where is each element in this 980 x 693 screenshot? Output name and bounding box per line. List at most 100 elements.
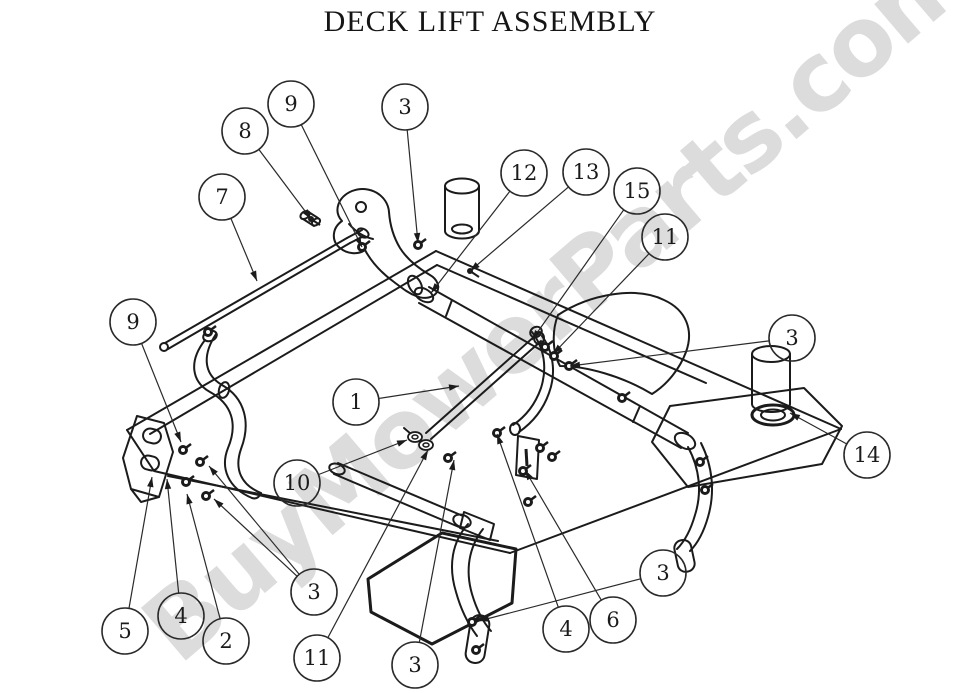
balloon-circle — [542, 605, 590, 653]
leader-arrowhead — [147, 477, 154, 488]
balloon-circle — [332, 378, 380, 426]
leader-line — [128, 476, 153, 609]
balloon-number: 12 — [511, 161, 538, 185]
callout-part-6: 6 — [524, 469, 637, 644]
balloon-number: 13 — [573, 160, 600, 184]
callout-part-14: 14 — [789, 412, 891, 479]
balloon-number: 14 — [854, 443, 881, 467]
right-lift-arm — [673, 442, 713, 573]
balloon-circle — [101, 607, 149, 655]
slotted-bracket — [515, 435, 540, 480]
leader-line — [318, 439, 408, 476]
leader-line — [327, 449, 429, 638]
washer-icon — [418, 439, 434, 451]
balloon-number: 4 — [174, 604, 187, 628]
leader-arrowhead — [396, 440, 407, 447]
bolt-icon — [540, 340, 554, 352]
leader-arrowhead — [479, 615, 490, 622]
leader-arrowhead — [302, 209, 311, 219]
bolt-icon — [492, 426, 506, 438]
balloon-circle — [381, 83, 429, 131]
bolt-icon — [443, 451, 457, 463]
deck-shield-panel — [552, 292, 690, 395]
retainer-ring-14 — [750, 403, 796, 427]
balloon-circle — [641, 213, 689, 261]
leader-line — [208, 465, 300, 575]
balloon-number: 3 — [785, 326, 798, 350]
leader-arrowhead — [420, 450, 428, 461]
leader-line — [524, 469, 602, 601]
balloon-number: 5 — [118, 619, 131, 643]
callout-part-3: 3 — [569, 314, 816, 368]
balloon-number: 1 — [349, 390, 362, 414]
bolt-icon — [203, 325, 217, 337]
bolt-icon — [523, 495, 537, 507]
callout-part-4: 4 — [157, 478, 205, 640]
front-cylinder — [444, 177, 480, 240]
bolt-icon — [617, 391, 631, 403]
bellcrank-lever — [332, 188, 440, 299]
leader-arrowhead — [532, 329, 541, 340]
leader-arrowhead — [354, 236, 362, 247]
leader-arrowhead — [525, 470, 533, 481]
balloon-number: 15 — [624, 179, 651, 203]
callout-part-9: 9 — [267, 80, 363, 248]
balloon-number: 10 — [284, 471, 311, 495]
bolt-icon — [195, 455, 209, 467]
leader-line — [213, 498, 298, 577]
lift-rod-7 — [159, 227, 370, 352]
leader-line — [258, 149, 312, 220]
leader-arrowhead — [470, 262, 480, 271]
page-title: DECK LIFT ASSEMBLY — [323, 5, 657, 38]
leader-arrowhead — [790, 413, 801, 421]
balloon-number: 9 — [126, 310, 139, 334]
leader-arrowhead — [448, 460, 456, 471]
balloon-circle — [273, 459, 321, 507]
hex-plate — [651, 387, 843, 488]
balloon-circle — [157, 592, 205, 640]
callout-part-8: 8 — [221, 107, 312, 220]
balloon-circle — [613, 167, 661, 215]
bolt-icon — [564, 359, 578, 371]
balloon-number: 11 — [304, 646, 331, 670]
leader-line — [478, 578, 641, 622]
leader-line — [569, 340, 770, 367]
bolt-icon — [547, 450, 561, 462]
leader-line — [496, 433, 559, 608]
callout-part-3: 3 — [478, 549, 687, 622]
balloon-circle — [768, 314, 816, 362]
leader-arrowhead — [497, 434, 504, 445]
leader-line — [469, 186, 569, 272]
balloon-number: 11 — [652, 225, 679, 249]
leader-line — [531, 209, 625, 341]
balloon-circle — [843, 431, 891, 479]
balloon-number: 6 — [606, 608, 619, 632]
callout-part-11: 11 — [552, 213, 689, 355]
bolt-icon — [201, 489, 215, 501]
leader-line — [230, 218, 258, 282]
leader-arrowhead — [164, 479, 172, 490]
left-mount-plate — [122, 415, 174, 503]
callout-part-11: 11 — [293, 449, 429, 682]
balloon-number: 3 — [398, 95, 411, 119]
bolt-icon — [178, 443, 192, 455]
leader-line — [430, 190, 511, 294]
deck-frame — [126, 250, 842, 554]
callout-part-7: 7 — [198, 173, 258, 282]
leader-line — [378, 385, 460, 400]
bolt-icon — [467, 615, 481, 627]
balloon-circle — [198, 173, 246, 221]
balloon-number: 8 — [238, 119, 251, 143]
balloon-number: 3 — [656, 561, 669, 585]
lift-link-rod — [403, 331, 545, 441]
leader-line — [552, 253, 650, 355]
callout-part-4: 4 — [496, 433, 590, 653]
bolt-icon — [535, 441, 549, 453]
callout-part-13: 13 — [469, 148, 610, 272]
balloon-circle — [391, 641, 439, 689]
balloon-circle — [221, 107, 269, 155]
leader-arrowhead — [570, 361, 581, 368]
balloon-circle — [202, 617, 250, 665]
